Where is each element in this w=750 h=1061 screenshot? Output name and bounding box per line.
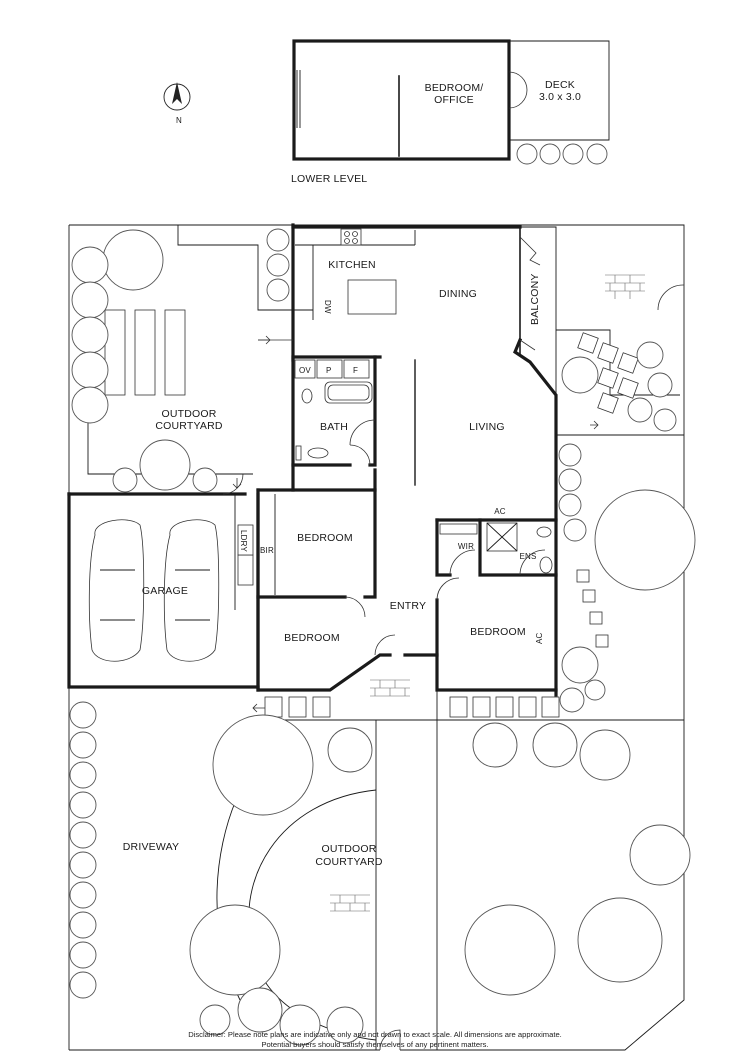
room-label-entry: ENTRY <box>390 600 426 612</box>
dishwasher-label: DW <box>323 300 332 314</box>
pantry-label: P <box>326 366 332 375</box>
side-garden <box>556 274 696 713</box>
room-label-driveway: DRIVEWAY <box>123 841 179 853</box>
bir-label: BIR <box>260 546 274 555</box>
laundry-label: LDRY <box>239 530 248 552</box>
fridge-label: F <box>353 366 358 375</box>
compass-north-label: N <box>176 116 182 125</box>
north-arrow-icon: N <box>163 82 191 125</box>
front-trees <box>69 701 691 1046</box>
disclaimer-line-1: Disclaimer: Please note plans are indica… <box>188 1030 562 1039</box>
lower-level-plan: LOWER LEVEL BEDROOM/ OFFICE DECK 3.0 x 3… <box>291 39 610 185</box>
room-label-bath: BATH <box>320 421 348 433</box>
side-trees <box>558 341 696 713</box>
front-garden <box>69 679 691 1050</box>
courtyard-trees <box>71 228 290 493</box>
disclaimer: Disclaimer: Please note plans are indica… <box>0 1030 750 1050</box>
room-label-bedroom-master: BEDROOM <box>470 626 526 638</box>
room-label-kitchen: KITCHEN <box>328 259 376 271</box>
room-label-balcony: BALCONY <box>529 273 541 325</box>
room-label-front-courtyard: OUTDOOR <box>321 843 376 855</box>
front-stepping-stones <box>264 696 560 718</box>
room-label-dining: DINING <box>439 288 477 300</box>
pavers <box>577 332 639 414</box>
rear-courtyard <box>71 225 313 493</box>
brick-pattern-icon <box>605 274 645 299</box>
deck-dimensions: 3.0 x 3.0 <box>539 91 581 103</box>
room-label-garage: GARAGE <box>142 585 188 597</box>
kitchen-fixtures: DW OV P F <box>294 228 416 379</box>
lower-level-title: LOWER LEVEL <box>291 173 367 185</box>
garage-cars <box>88 519 220 662</box>
stepping-stones <box>576 569 609 648</box>
room-label-bedroom-2: BEDROOM <box>297 532 353 544</box>
room-label-bedroom-office-2: OFFICE <box>434 94 474 106</box>
room-label-front-courtyard-2: COURTYARD <box>315 856 383 868</box>
ens-label: ENS <box>519 552 536 561</box>
access-arrows <box>232 335 599 713</box>
room-label-outdoor-courtyard-2: COURTYARD <box>155 420 223 432</box>
room-label-bedroom-3: BEDROOM <box>284 632 340 644</box>
room-labels: KITCHEN DINING BALCONY OUTDOOR COURTYARD… <box>123 259 544 868</box>
room-label-bedroom-office: BEDROOM/ <box>425 82 484 94</box>
wir-label: WIR <box>458 542 474 551</box>
ac-label-top: AC <box>494 507 506 516</box>
bath-fixtures <box>295 381 376 466</box>
deck-shrubs <box>516 143 608 165</box>
room-label-deck: DECK <box>545 79 575 91</box>
room-label-outdoor-courtyard: OUTDOOR <box>161 408 216 420</box>
oven-label: OV <box>299 366 311 375</box>
house-walls <box>67 223 558 697</box>
disclaimer-line-2: Potential buyers should satisfy themselv… <box>261 1040 489 1049</box>
brick-pattern-icon <box>330 679 410 912</box>
ensuite-fixtures <box>439 522 553 576</box>
ac-label-side: AC <box>535 632 544 644</box>
room-label-living: LIVING <box>469 421 505 433</box>
laundry-fixtures: LDRY BIR <box>237 494 276 595</box>
